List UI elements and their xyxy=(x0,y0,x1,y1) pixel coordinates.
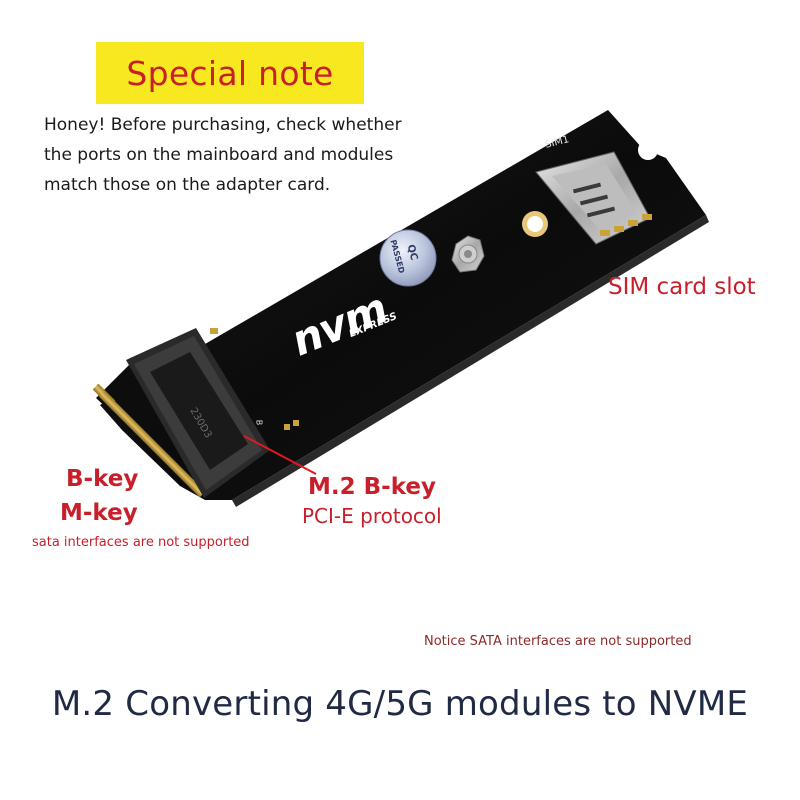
notice-label: Notice SATA interfaces are not supported xyxy=(424,634,692,649)
page-title: M.2 Converting 4G/5G modules to NVME xyxy=(51,684,749,724)
smd-pad xyxy=(210,328,218,334)
special-note-text: Honey! Before purchasing, check whether … xyxy=(44,110,464,200)
note-line-2: the ports on the mainboard and modules xyxy=(44,145,394,165)
board-notch xyxy=(638,140,658,160)
note-line-1: Honey! Before purchasing, check whether xyxy=(44,115,402,135)
pcie-protocol-label: PCI-E protocol xyxy=(302,504,442,528)
smd-pad xyxy=(293,420,299,426)
qc-sticker xyxy=(379,229,437,287)
key-marker: B xyxy=(254,419,264,426)
banner: Special note xyxy=(96,42,364,104)
gold-fingers xyxy=(92,362,206,498)
banner-text: Special note xyxy=(126,53,334,93)
m2-connector: 230D3 xyxy=(126,328,270,498)
smd-pad xyxy=(284,424,290,430)
b-key-label: B-key xyxy=(66,466,139,492)
sata-note-label: sata interfaces are not supported xyxy=(32,535,250,550)
m-key-label: M-key xyxy=(60,500,138,526)
sim-card-holder xyxy=(535,151,652,245)
standoff-screw xyxy=(451,235,485,273)
m2-bkey-label: M.2 B-key xyxy=(308,474,436,500)
note-line-3: match those on the adapter card. xyxy=(44,175,331,195)
pcb-board xyxy=(100,110,706,500)
pcb-edge-highlight xyxy=(232,215,709,507)
pointer-line xyxy=(243,435,317,475)
sim-slot-label: SIM card slot xyxy=(608,274,756,300)
